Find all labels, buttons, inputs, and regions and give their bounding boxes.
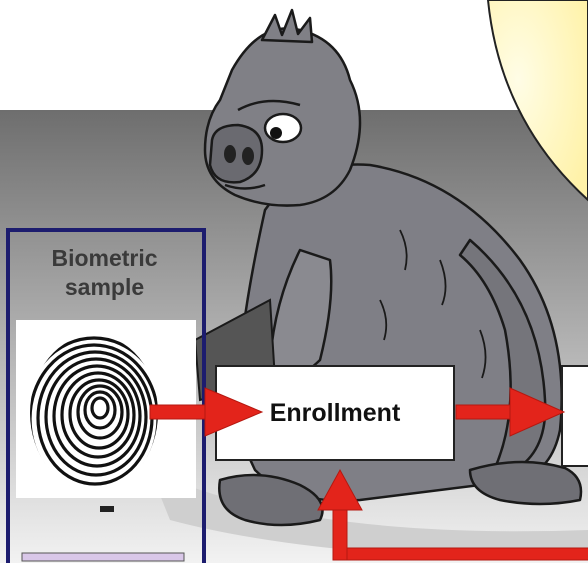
panel-strip [22, 553, 184, 561]
next-box [562, 366, 588, 466]
panel-base [100, 506, 114, 512]
enrollment-label: Enrollment [216, 366, 454, 460]
biometric-sample-label: Biometric sample [12, 244, 197, 302]
